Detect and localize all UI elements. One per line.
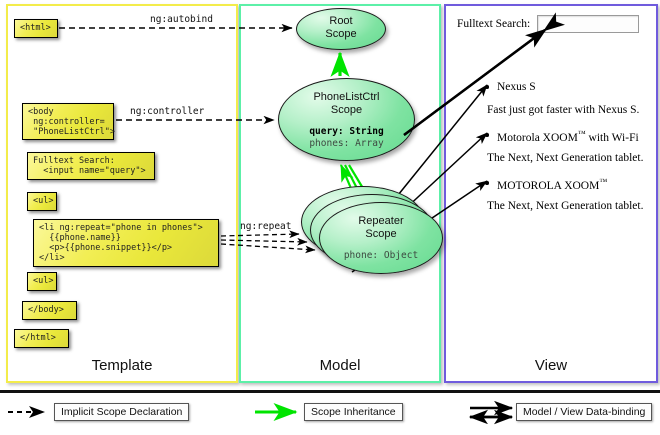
scope-repeater: Repeater Scope phone: Object (319, 202, 443, 274)
scope-repeater-title-1: Repeater (358, 215, 404, 227)
scope-ctrl-title-2: Scope (330, 104, 363, 116)
column-view: View (444, 4, 658, 383)
column-view-label: View (534, 357, 568, 374)
legend-item-scope-inheritance: Scope Inheritance (304, 403, 403, 421)
legend-item-implicit-scope-declaration: Implicit Scope Declaration (54, 403, 190, 421)
code-box-fulltext-search: Fulltext Search: <input name="query"> (27, 152, 155, 180)
connector-label-repeat: ng:repeat (240, 221, 292, 232)
bullet-icon (485, 133, 489, 137)
code-box-li-repeat: <li ng:repeat="phone in phones"> {{phone… (33, 219, 219, 267)
trademark-icon: ™ (599, 177, 608, 186)
column-template-label: Template (91, 357, 153, 374)
scope-root: Root Scope (296, 8, 386, 50)
scope-root-title-1: Root (329, 15, 353, 27)
scope-repeater-title-2: Scope (365, 228, 397, 240)
view-item-name-1: Motorola XOOM™ with Wi-Fi (485, 129, 639, 144)
view-search-label: Fulltext Search: (457, 18, 531, 30)
view-item-name-0: Nexus S (485, 81, 536, 93)
connector-label-controller: ng:controller (130, 106, 205, 117)
legend-item-model-view-data-binding: Model / View Data-binding (516, 403, 653, 421)
code-box-body-open: <body ng:controller= "PhoneListCtrl"> (22, 103, 115, 140)
scope-root-title-2: Scope (325, 28, 357, 40)
code-box-html-open: <html> (14, 19, 58, 38)
view-item-snippet-2: The Next, Next Generation tablet. (487, 200, 644, 212)
view-search-input[interactable] (537, 15, 639, 33)
scope-ctrl-prop-phones: phones: Array (309, 137, 384, 149)
column-model-label: Model (319, 357, 361, 374)
trademark-icon: ™ (577, 129, 586, 138)
scope-ctrl-prop-query: query: String (309, 126, 384, 137)
view-item-snippet-1: The Next, Next Generation tablet. (487, 152, 644, 164)
scope-ctrl-title-1: PhoneListCtrl (313, 91, 380, 103)
bullet-icon (485, 85, 489, 89)
code-box-ul-open: <ul> (27, 192, 57, 211)
view-item-name-2: MOTOROLA XOOM™ (485, 177, 608, 192)
scope-phonelistctrl: PhoneListCtrl Scope query: String phones… (278, 78, 415, 161)
code-box-ul-close: <ul> (27, 272, 57, 291)
scope-repeater-prop-phone: phone: Object (343, 250, 419, 261)
legend-connector-overlay (8, 400, 514, 425)
code-box-html-close: </html> (14, 329, 69, 348)
code-box-body-close: </body> (22, 301, 77, 320)
bullet-icon (485, 181, 489, 185)
connector-label-autobind: ng:autobind (150, 14, 213, 25)
footer-divider (0, 390, 660, 393)
view-item-snippet-0: Fast just got faster with Nexus S. (487, 104, 640, 116)
